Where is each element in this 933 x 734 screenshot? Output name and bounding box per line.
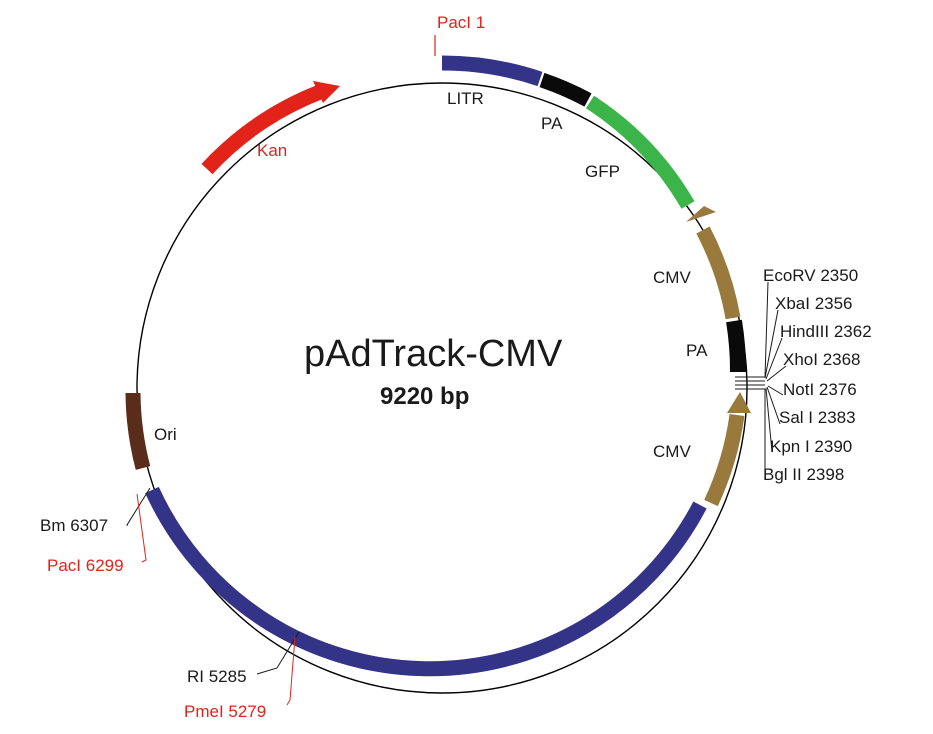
kan-label: Kan xyxy=(257,141,287,160)
ri-leader xyxy=(256,631,300,675)
gfp-segment xyxy=(585,95,695,209)
kan-arrow xyxy=(201,85,323,175)
kpnl-leader xyxy=(765,387,773,453)
adeno-arm-bottom xyxy=(145,486,707,677)
cmv-lower-arrowhead xyxy=(727,392,751,413)
bm-leader xyxy=(126,487,151,526)
ecorv-label: EcoRV 2350 xyxy=(763,266,858,285)
kpnl-label: Kpn I 2390 xyxy=(770,437,852,456)
pa-top-label: PA xyxy=(541,114,563,133)
gfp-label: GFP xyxy=(585,162,620,181)
notl-label: NotI 2376 xyxy=(783,380,857,399)
xhol-label: XhoI 2368 xyxy=(783,350,861,369)
pa-top-segment xyxy=(539,72,592,107)
pacl-6299-label: PacI 6299 xyxy=(47,556,124,575)
pacl-1-label: PacI 1 xyxy=(437,13,485,32)
mcs-leaders xyxy=(735,281,787,480)
ori-segment xyxy=(125,392,151,470)
ecorv-leader xyxy=(764,281,769,378)
hindiii-leader xyxy=(765,337,783,380)
notl-leader xyxy=(767,385,784,396)
bm-label: Bm 6307 xyxy=(40,516,108,535)
pa-right-label: PA xyxy=(686,341,708,360)
xbal-leader xyxy=(764,309,779,379)
plasmid-name: pAdTrack-CMV xyxy=(304,333,563,375)
xbal-label: XbaI 2356 xyxy=(775,294,853,313)
pacl-6299-leader xyxy=(136,493,147,563)
ri-label: RI 5285 xyxy=(187,667,247,686)
cmv-upper-arrowhead xyxy=(686,206,716,222)
cmv-upper-label: CMV xyxy=(653,268,691,287)
pmel-label: PmeI 5279 xyxy=(184,702,266,721)
sall-label: Sal I 2383 xyxy=(779,408,856,427)
kan-arrowhead xyxy=(313,81,340,103)
pa-right-segment xyxy=(726,319,747,373)
sall-leader xyxy=(766,386,781,425)
plasmid-backbone xyxy=(136,82,748,694)
pmel-leader xyxy=(286,636,296,706)
bglii-label: Bgl II 2398 xyxy=(763,465,844,484)
adeno-arm-top xyxy=(441,55,543,87)
cmv-lower-label: CMV xyxy=(653,442,691,461)
cmv-lower-arrow xyxy=(704,413,745,507)
hindiii-label: HindIII 2362 xyxy=(780,322,872,341)
ori-label: Ori xyxy=(154,425,177,444)
cmv-upper-arrow xyxy=(696,226,741,320)
xhol-leader xyxy=(766,365,787,382)
plasmid-size: 9220 bp xyxy=(380,383,469,410)
litr-label: LITR xyxy=(447,89,484,108)
